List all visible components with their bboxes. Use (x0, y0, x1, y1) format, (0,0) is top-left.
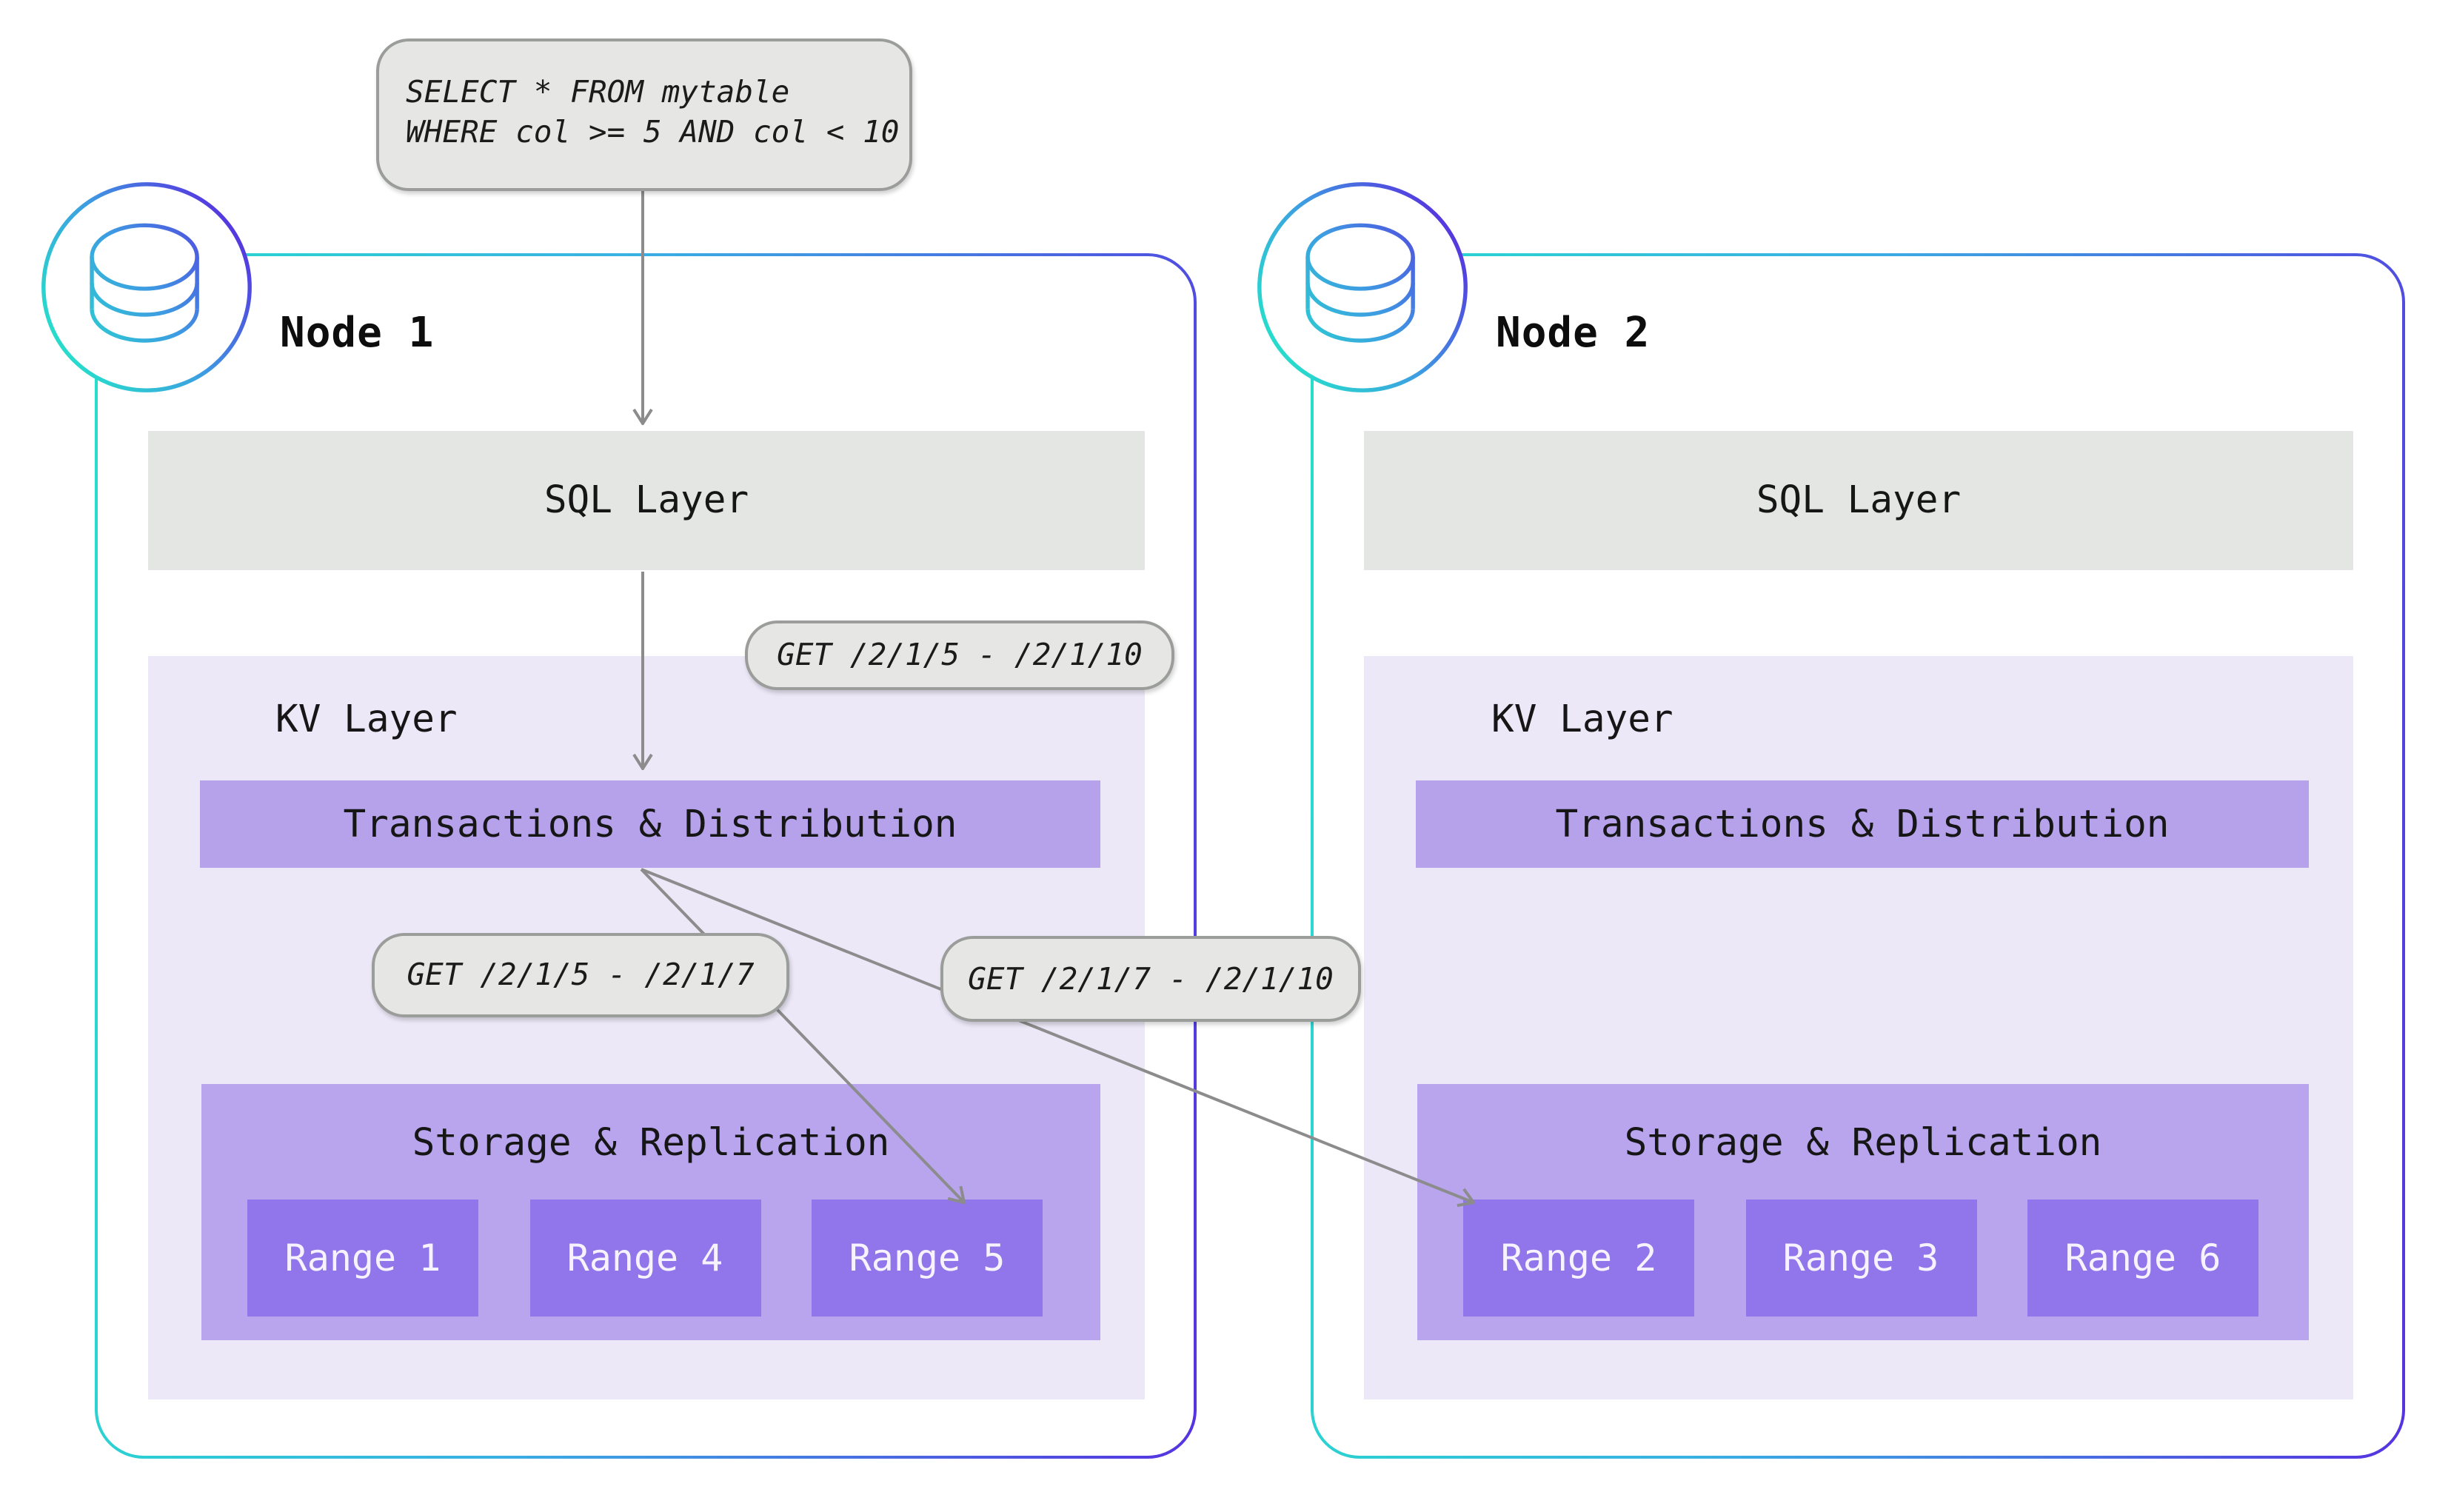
node-1-transactions-distribution: Transactions & Distribution (200, 780, 1100, 868)
database-icon (39, 179, 255, 395)
get-request-bubble-full-range: GET /2/1/5 - /2/1/10 (745, 620, 1174, 690)
node-2-sql-layer: SQL Layer (1364, 431, 2353, 570)
node-1-title: Node 1 (280, 308, 435, 357)
node-1-card: Node 1 SQL Layer KV Layer Transactions &… (41, 182, 1197, 1459)
node-1-kv-layer-label: KV Layer (275, 698, 458, 742)
node-1-ranges-row: Range 1 Range 4 Range 5 (247, 1200, 1043, 1317)
node-2-ranges-row: Range 2 Range 3 Range 6 (1463, 1200, 2258, 1317)
range-box: Range 6 (2027, 1200, 2258, 1317)
node-1-body: Node 1 SQL Layer KV Layer Transactions &… (98, 256, 1194, 1456)
range-box: Range 3 (1745, 1200, 1976, 1317)
database-icon (1254, 179, 1471, 395)
range-box: Range 1 (247, 1200, 478, 1317)
node-1-sql-layer: SQL Layer (148, 431, 1145, 570)
node-2-kv-layer: KV Layer Transactions & Distribution Sto… (1364, 656, 2353, 1399)
node-2-title: Node 2 (1496, 308, 1651, 357)
sql-query-line-2: WHERE col >= 5 AND col < 10 (406, 114, 900, 150)
range-box: Range 2 (1463, 1200, 1694, 1317)
node-2-transactions-distribution: Transactions & Distribution (1416, 780, 2309, 868)
node-1-storage-replication: Storage & Replication Range 1 Range 4 Ra… (201, 1084, 1100, 1340)
sql-query-bubble: SELECT * FROM mytable WHERE col >= 5 AND… (376, 39, 912, 191)
node-1-kv-layer: KV Layer Transactions & Distribution Sto… (148, 656, 1145, 1399)
node-2-card: Node 2 SQL Layer KV Layer Transactions &… (1257, 182, 2405, 1459)
get-request-bubble-right-split: GET /2/1/7 - /2/1/10 (940, 936, 1361, 1022)
node-2-storage-replication: Storage & Replication Range 2 Range 3 Ra… (1417, 1084, 2309, 1340)
get-request-bubble-left-split: GET /2/1/5 - /2/1/7 (372, 933, 789, 1017)
range-box: Range 5 (812, 1200, 1043, 1317)
range-box: Range 4 (529, 1200, 760, 1317)
node-2-storage-label: Storage & Replication (1624, 1121, 2102, 1165)
sql-query-line-1: SELECT * FROM mytable (406, 74, 790, 110)
node-1-storage-label: Storage & Replication (412, 1121, 890, 1165)
node-2-kv-layer-label: KV Layer (1491, 698, 1673, 742)
node-2-body: Node 2 SQL Layer KV Layer Transactions &… (1314, 256, 2402, 1456)
